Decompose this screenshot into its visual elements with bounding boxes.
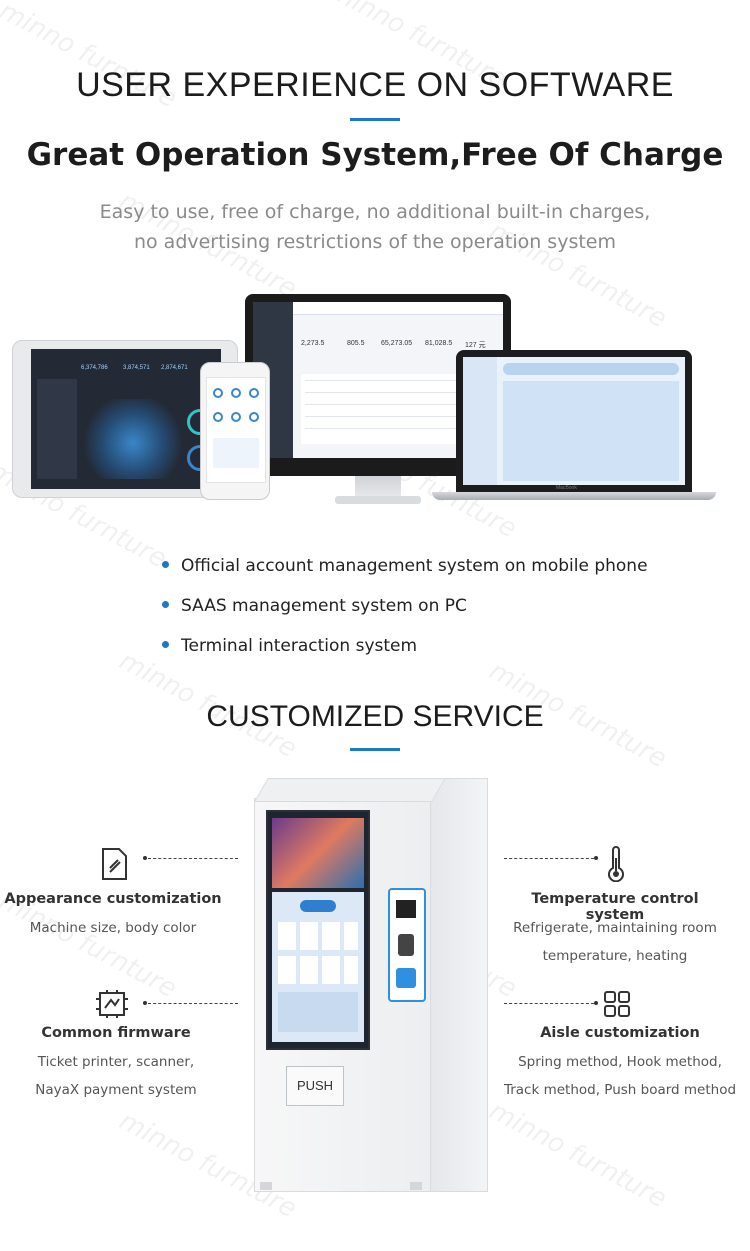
feature-description: Track method, Push board method: [503, 1082, 737, 1098]
connector-line: [148, 858, 238, 859]
monitor-stand: [355, 476, 401, 498]
feature-title: Aisle customization: [540, 1025, 700, 1041]
bullet-text: Official account management system on mo…: [181, 556, 648, 576]
laptop: [456, 350, 692, 492]
connector-line: [148, 1003, 238, 1004]
stat-value: 805.5: [347, 340, 365, 347]
stat-value: 6,374,786: [81, 365, 108, 371]
feature-description: Machine size, body color: [29, 920, 197, 936]
thermometer-icon: [606, 846, 626, 883]
description-line-1: Easy to use, free of charge, no addition…: [99, 201, 651, 223]
bullet-text: SAAS management system on PC: [181, 596, 467, 616]
stat-value: 127 元: [465, 342, 486, 349]
feature-description: Ticket printer, scanner,: [37, 1054, 195, 1070]
connector-dot: [594, 1001, 598, 1005]
connector-dot: [143, 856, 147, 860]
title-underline: [350, 748, 400, 751]
edit-document-icon: [99, 847, 129, 881]
connector-dot: [143, 1001, 147, 1005]
feature-description: Refrigerate, maintaining room: [513, 920, 717, 936]
watermark: minno furnture: [484, 1095, 672, 1215]
vending-machine: PUSH: [254, 778, 488, 1192]
section-title: CUSTOMIZED SERVICE: [206, 700, 544, 733]
feature-description: NayaX payment system: [35, 1082, 197, 1098]
stat-value: 65,273.05: [381, 340, 413, 347]
section-subtitle: Great Operation System,Free Of Charge: [26, 137, 724, 173]
bullet-dot-icon: [162, 600, 169, 608]
mobile-phone: [200, 362, 270, 500]
bullet-item: Official account management system on mo…: [162, 556, 648, 576]
stat-value: 3,874,571: [123, 365, 150, 371]
phone-screen: [206, 377, 266, 483]
bullet-dot-icon: [162, 640, 169, 648]
description-line-2: no advertising restrictions of the opera…: [133, 231, 617, 253]
grid-icon: [603, 990, 631, 1018]
feature-description: Spring method, Hook method,: [518, 1054, 722, 1070]
laptop-screen: [463, 357, 685, 485]
section-title: USER EXPERIENCE ON SOFTWARE: [76, 66, 674, 104]
bullet-item: SAAS management system on PC: [162, 596, 467, 616]
laptop-base: MacBook: [432, 485, 716, 500]
devices-illustration: 2,273.5 805.5 65,273.05 81,028.5 127 元 6…: [0, 290, 750, 520]
bullet-item: Terminal interaction system: [162, 636, 417, 656]
connector-line: [504, 858, 594, 859]
feature-title: Common firmware: [41, 1025, 191, 1041]
stat-value: 2,874,671: [161, 365, 188, 371]
feature-title: Temperature control system: [531, 891, 699, 923]
title-underline: [350, 118, 400, 121]
stat-value: 81,028.5: [425, 340, 453, 347]
push-label: PUSH: [296, 1078, 334, 1093]
machine-touchscreen: [266, 810, 370, 1050]
monitor-base: [335, 496, 421, 504]
feature-title: Appearance customization: [4, 891, 222, 907]
connector-dot: [594, 856, 598, 860]
laptop-brand: MacBook: [556, 485, 577, 491]
bullet-text: Terminal interaction system: [181, 636, 418, 656]
stat-value: 2,273.5: [301, 340, 325, 347]
tablet-screen: 6,374,786 3,874,571 2,874,671: [31, 349, 221, 489]
payment-panel: [388, 888, 426, 1002]
bullet-dot-icon: [162, 560, 169, 568]
connector-line: [504, 1003, 594, 1004]
push-door: PUSH: [286, 1066, 344, 1106]
feature-description: temperature, heating: [542, 948, 688, 964]
circuit-board-icon: [95, 989, 129, 1019]
